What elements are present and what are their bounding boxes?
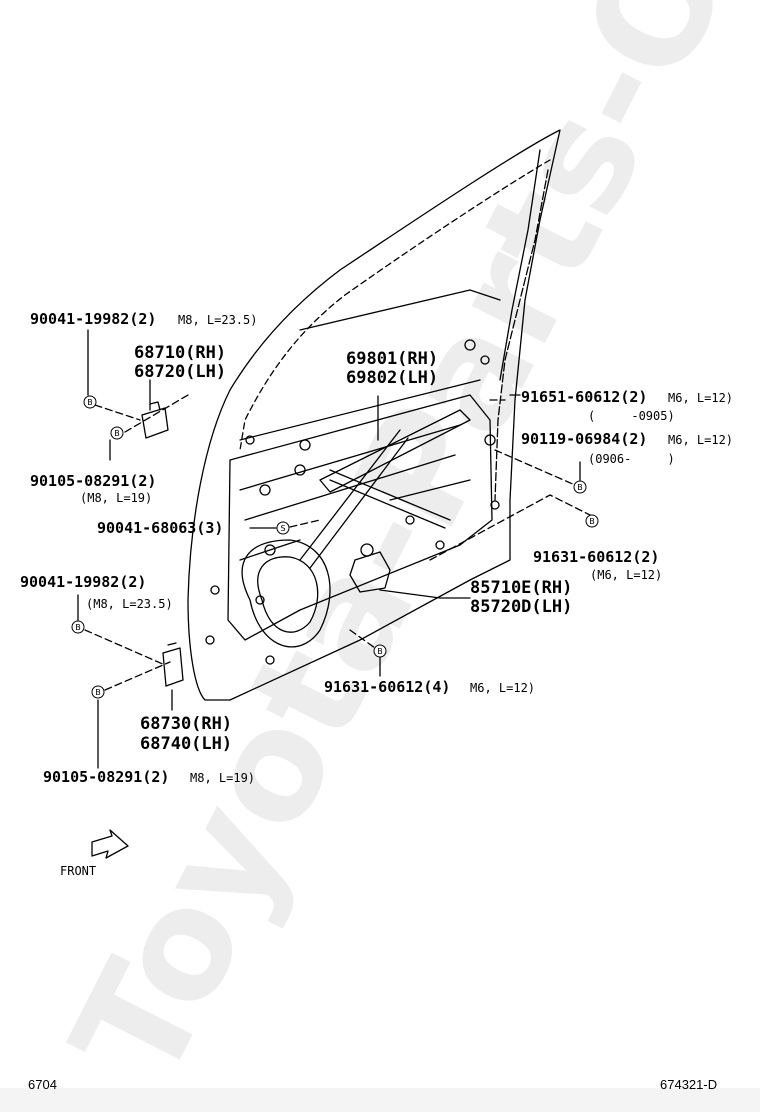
svg-text:B: B <box>75 623 81 632</box>
bolt-marker: B <box>83 395 97 409</box>
callout-90041-68063: 90041-68063(3) <box>97 519 224 537</box>
inner-panel <box>227 394 493 641</box>
callout-spec: M6, L=12) <box>470 681 536 695</box>
bolt-marker: B <box>71 620 85 634</box>
upper-hinge <box>141 401 169 439</box>
bolt-marker: B <box>91 685 105 699</box>
callout-spec: (M8, L=19) <box>80 491 153 505</box>
callout-68730: 68730(RH) <box>140 714 233 734</box>
callout-68710: 68710(RH) <box>134 343 227 363</box>
callout-spec: (M8, L=23.5) <box>86 597 173 611</box>
callout-range: ( -0905) <box>588 409 675 423</box>
callout-68740: 68740(LH) <box>140 734 233 754</box>
callout-91631-60612-right: 91631-60612(2) <box>533 548 660 566</box>
callout-spec: M8, L=23.5) <box>178 313 258 327</box>
screw-marker: S <box>276 521 290 535</box>
callout-69802: 69802(LH) <box>346 368 439 388</box>
lower-hinge <box>162 642 184 687</box>
window-channel <box>494 169 549 501</box>
callout-90105-08291-upper: 90105-08291(2) <box>30 472 157 490</box>
callout-spec: M8, L=19) <box>190 771 256 785</box>
svg-text:B: B <box>589 517 595 526</box>
callout-spec: M6, L=12) <box>668 433 734 447</box>
bolt-marker: B <box>585 514 599 528</box>
callout-spec: (M6, L=12) <box>590 568 663 582</box>
front-label: FRONT <box>60 864 97 878</box>
svg-text:B: B <box>95 688 101 697</box>
callout-85720D: 85720D(LH) <box>470 597 573 617</box>
footer-band <box>0 1088 760 1112</box>
front-arrow-icon <box>91 829 129 859</box>
bolt-marker: B <box>373 644 387 658</box>
door-frame-outer <box>187 129 561 701</box>
callout-spec: M6, L=12) <box>668 391 734 405</box>
callout-90105-08291-lower: 90105-08291(2) <box>43 768 170 786</box>
regulator-arm-2 <box>329 469 451 529</box>
door-frame-inner <box>239 159 551 451</box>
callout-69801: 69801(RH) <box>346 349 439 369</box>
callout-90119-06984: 90119-06984(2) <box>521 430 648 448</box>
svg-text:B: B <box>577 483 583 492</box>
callout-90041-19982-lower: 90041-19982(2) <box>20 573 147 591</box>
svg-text:S: S <box>280 524 285 533</box>
callout-85710E: 85710E(RH) <box>470 578 573 598</box>
svg-text:B: B <box>87 398 93 407</box>
bolt-marker: B <box>573 480 587 494</box>
svg-text:B: B <box>114 429 120 438</box>
bolt-marker: B <box>110 426 124 440</box>
window-motor <box>349 551 391 593</box>
footer-right-code: 674321-D <box>660 1077 718 1092</box>
callout-90041-19982-upper: 90041-19982(2) <box>30 310 157 328</box>
callout-91631-60612-lower: 91631-60612(4) <box>324 678 451 696</box>
svg-text:B: B <box>377 647 383 656</box>
callout-68720: 68720(LH) <box>134 362 227 382</box>
callout-range: (0906- ) <box>588 452 675 466</box>
callout-91651-60612: 91651-60612(2) <box>521 388 648 406</box>
footer-left-code: 6704 <box>28 1077 57 1092</box>
